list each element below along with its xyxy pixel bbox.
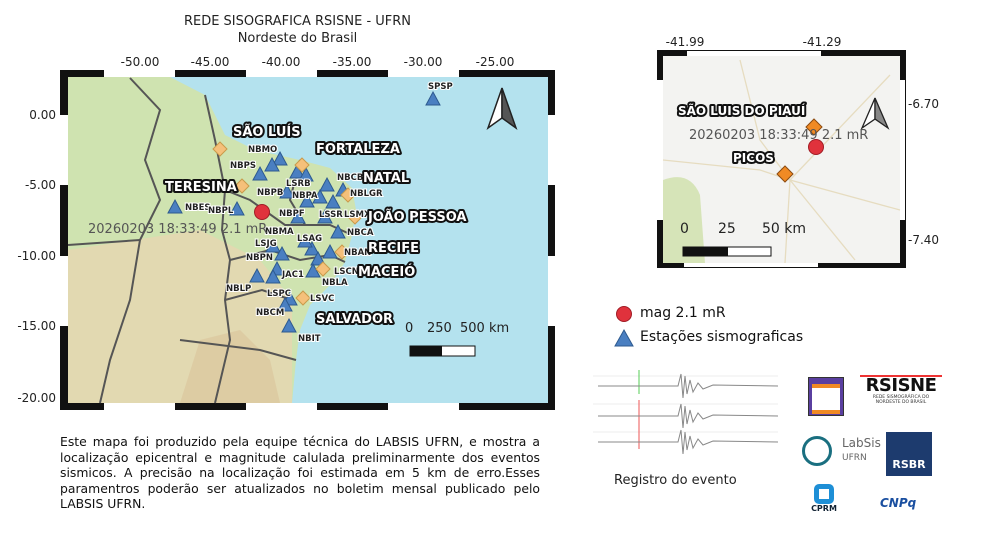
lon-tick: -30.00 <box>404 55 443 69</box>
scale-zero: 0 <box>405 321 413 336</box>
epicenter-legend-icon <box>616 306 632 322</box>
rsisne-logo: RSISNE REDE SISMOGRÁFICA DO NORDESTE DO … <box>860 372 942 405</box>
epicenter-marker <box>254 204 270 220</box>
map-subtitle: Nordeste do Brasil <box>237 31 358 46</box>
station-label: SPSP <box>428 82 453 92</box>
scale-end: 500 km <box>460 321 509 336</box>
lat-tick: -10.00 <box>17 249 56 263</box>
station-label: NBPN <box>246 253 273 263</box>
north-arrow-icon <box>486 87 518 130</box>
station-label: LSRB <box>286 179 311 189</box>
city-label: NATAL <box>363 171 409 186</box>
station-label: NBLGR <box>350 189 383 199</box>
legend-symbols <box>614 306 634 347</box>
city-marker <box>776 165 794 183</box>
lat-tick: 0.00 <box>29 108 56 122</box>
inset-lat-tick: -7.40 <box>908 233 939 247</box>
station-label: LSPC <box>267 289 291 299</box>
station-label: NBPF <box>279 209 305 219</box>
cprm-logo: CPRM <box>808 484 840 513</box>
map-description: Este mapa foi produzido pela equipe técn… <box>60 434 540 511</box>
defesa-civil-logo <box>808 377 844 416</box>
station-label: LSSR <box>319 210 343 220</box>
station-label: LSAG <box>297 234 322 244</box>
station-label: LSJG <box>255 239 277 249</box>
station-label: NBPB <box>257 188 283 198</box>
lat-tick: -20.00 <box>17 391 56 405</box>
scale-mid: 25 <box>718 221 736 237</box>
station-label: NBCB <box>337 173 363 183</box>
lon-tick: -35.00 <box>333 55 372 69</box>
station-label: NBCM <box>256 308 284 318</box>
station-label: NBMO <box>248 145 277 155</box>
lon-tick: -25.00 <box>476 55 515 69</box>
station-label: LSMX <box>344 210 371 220</box>
rsbr-logo: RSBR <box>886 432 932 476</box>
lon-tick: -50.00 <box>121 55 160 69</box>
scale-bar <box>409 345 476 357</box>
lat-tick: -5.00 <box>25 178 56 192</box>
main-map: -50.00 -45.00 -40.00 -35.00 -30.00 -25.0… <box>17 55 555 410</box>
inset-event-label: 20260203 18:33:49 2.1 mR <box>689 128 868 143</box>
city-label: RECIFE <box>368 241 419 256</box>
station-label: NBES <box>185 203 211 213</box>
map-title: REDE SISOGRAFICA RSISNE - UFRN <box>183 14 412 29</box>
seismogram-image <box>583 364 778 458</box>
inset-lat-tick: -6.70 <box>908 97 939 111</box>
scale-end: 50 km <box>762 221 806 237</box>
station-label: NBAN <box>344 248 371 258</box>
scale-zero: 0 <box>680 221 689 237</box>
city-label: TERESINA <box>165 180 237 195</box>
cnpq-logo: CNPq <box>880 496 917 510</box>
station-label: NBCA <box>347 228 374 238</box>
inset-city-label: SÃO LUIS DO PIAUÍ <box>678 103 806 118</box>
station-triangle <box>425 90 441 106</box>
city-label: MACEIÓ <box>358 264 415 280</box>
lon-tick: -45.00 <box>191 55 230 69</box>
station-label: NBLP <box>226 284 251 294</box>
inset-epicenter-marker <box>808 139 824 155</box>
city-markers <box>212 141 363 306</box>
event-label: 20260203 18:33:49 2.1 mR <box>88 222 267 237</box>
station-label: NBPA <box>292 191 318 201</box>
inset-map: -41.99 -41.29 -6.70 -7.40 SÃO LUIS DO PI… <box>657 35 939 268</box>
station-label: NBMA <box>265 227 294 237</box>
station-label: NBPL <box>208 206 234 216</box>
frame-ticks <box>60 70 555 410</box>
legend-stations: Estações sismograficas <box>640 329 804 345</box>
seismogram-caption: Registro do evento <box>614 473 737 488</box>
legend-epicenter: mag 2.1 mR <box>640 305 726 321</box>
station-label: NBIT <box>298 334 321 344</box>
inset-city-label: PICOS <box>733 151 774 165</box>
station-label: JAC1 <box>281 270 304 280</box>
labsis-logo-icon <box>802 436 832 466</box>
city-marker <box>805 118 823 136</box>
inset-lon-tick: -41.99 <box>666 35 705 49</box>
city-label: JOÃO PESSOA <box>367 209 467 225</box>
station-label: LSVC <box>310 294 334 304</box>
city-label: SALVADOR <box>316 312 393 327</box>
station-label: LSCN <box>334 267 359 277</box>
station-label: NBPS <box>230 161 256 171</box>
lat-tick: -15.00 <box>17 319 56 333</box>
station-markers <box>167 90 441 333</box>
city-label: SÃO LUÍS <box>233 124 301 140</box>
city-label: FORTALEZA <box>316 142 400 157</box>
station-legend-icon <box>614 328 634 347</box>
scale-mid: 250 <box>427 321 452 336</box>
station-label: NBLA <box>322 278 348 288</box>
lon-tick: -40.00 <box>262 55 301 69</box>
inset-lon-tick: -41.29 <box>803 35 842 49</box>
